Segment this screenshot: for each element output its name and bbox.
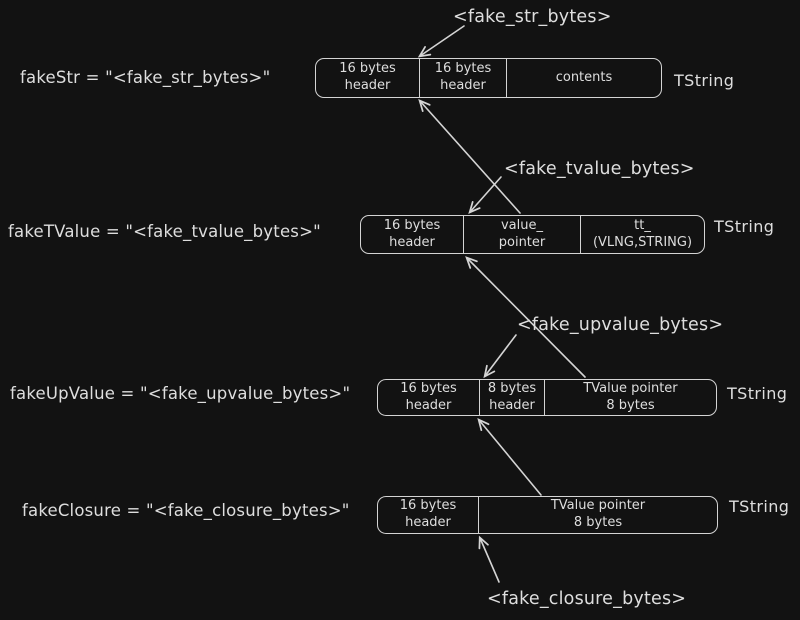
cell-line: 16 bytes <box>383 217 441 233</box>
pointer-label-fake-closure-bytes: <fake_closure_bytes> <box>487 589 687 609</box>
cell-line: header <box>489 397 535 413</box>
memory-box-fakeclosure: 16 bytes header TValue pointer 8 bytes <box>377 496 718 534</box>
cell-line: header <box>344 78 391 93</box>
box-cell-tvalue-pointer: TValue pointer 8 bytes <box>478 497 717 533</box>
cell-line: value_ <box>500 217 543 233</box>
cell-line: 8 bytes <box>487 380 537 396</box>
cell-line: 16 bytes <box>339 61 396 77</box>
box-cell-header2: 16 bytes header <box>419 59 506 97</box>
box-cell-value-pointer: value_ pointer <box>463 216 580 253</box>
box-cell-header: 16 bytes header <box>378 497 478 533</box>
cell-line: header <box>405 397 452 413</box>
cell-line: 8 bytes <box>606 397 655 413</box>
type-label-fakeclosure: TString <box>729 497 790 516</box>
cell-line: TValue pointer <box>583 380 678 396</box>
box-cell-tt: tt_ (VLNG,STRING) <box>580 216 704 253</box>
arrow-upvalue-label-to-fakeupvalue-box <box>483 334 517 379</box>
cell-line: header <box>389 234 435 250</box>
cell-line: pointer <box>498 234 546 250</box>
arrow-tvalue-label-to-faketvalue-box <box>468 176 502 214</box>
assignment-fakeupvalue: fakeUpValue = "<fake_upvalue_bytes>" <box>10 384 351 403</box>
cell-line: 16 bytes <box>400 380 457 396</box>
cell-line: 16 bytes <box>434 61 492 77</box>
box-cell-contents: contents <box>506 59 661 97</box>
box-cell-header16: 16 bytes header <box>378 380 479 415</box>
box-cell-tvalue-pointer: TValue pointer 8 bytes <box>544 380 716 415</box>
assignment-fakestr: fakeStr = "<fake_str_bytes>" <box>20 68 271 87</box>
box-cell-header8: 8 bytes header <box>479 380 544 415</box>
cell-line: 16 bytes <box>399 498 457 514</box>
cell-line: TValue pointer <box>550 498 646 514</box>
pointer-label-fake-upvalue-bytes: <fake_upvalue_bytes> <box>517 315 724 335</box>
box-cell-header: 16 bytes header <box>361 216 463 253</box>
cell-line: tt_ <box>634 217 651 233</box>
cell-line: (VLNG,STRING) <box>592 234 693 250</box>
pointer-label-fake-tvalue-bytes: <fake_tvalue_bytes> <box>504 159 695 179</box>
cell-line: header <box>405 515 451 530</box>
memory-box-fakestr: 16 bytes header 16 bytes header contents <box>315 58 662 98</box>
arrow-closure-label-to-fakeclosure-box <box>478 535 500 583</box>
memory-box-fakeupvalue: 16 bytes header 8 bytes header TValue po… <box>377 379 717 416</box>
arrow-value-pointer-to-fakestr <box>418 99 521 214</box>
type-label-faketvalue: TString <box>714 217 775 236</box>
cell-line: header <box>440 78 486 93</box>
type-label-fakeupvalue: TString <box>727 384 788 403</box>
arrow-closure-pointer-to-fakeupvalue <box>477 417 542 496</box>
memory-box-faketvalue: 16 bytes header value_ pointer tt_ (VLNG… <box>360 215 705 254</box>
assignment-fakeclosure: fakeClosure = "<fake_closure_bytes>" <box>22 501 350 520</box>
cell-line: contents <box>555 69 613 85</box>
arrow-str-label-to-fakestr-box <box>417 25 465 58</box>
box-cell-header1: 16 bytes header <box>316 59 419 97</box>
type-label-fakestr: TString <box>674 71 735 90</box>
assignment-faketvalue: fakeTValue = "<fake_tvalue_bytes>" <box>8 222 321 241</box>
cell-line: 8 bytes <box>573 515 623 530</box>
pointer-label-fake-str-bytes: <fake_str_bytes> <box>453 7 612 27</box>
